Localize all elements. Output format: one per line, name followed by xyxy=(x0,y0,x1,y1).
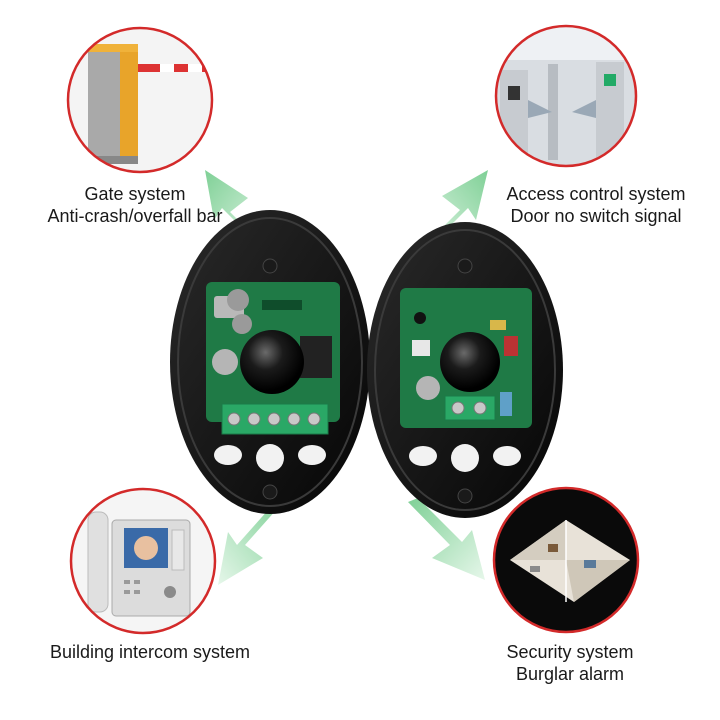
left-photocell-sensor xyxy=(170,210,370,514)
arrow-to-access xyxy=(420,170,488,250)
security-system-image xyxy=(492,486,640,634)
access-control-subtitle: Door no switch signal xyxy=(510,206,682,226)
gate-system-caption: Gate system Anti-crash/overfall bar xyxy=(20,183,250,227)
security-system-title: Security system xyxy=(506,642,634,662)
arrow-to-gate xyxy=(205,170,270,252)
arrow-to-intercom xyxy=(218,500,285,585)
intercom-caption: Building intercom system xyxy=(30,641,270,663)
intercom-title: Building intercom system xyxy=(49,642,251,662)
access-control-title: Access control system xyxy=(506,184,686,204)
gate-system-subtitle: Anti-crash/overfall bar xyxy=(47,206,223,226)
gate-system-image xyxy=(66,26,214,174)
gate-system-title: Gate system xyxy=(84,184,186,204)
access-control-caption: Access control system Door no switch sig… xyxy=(480,183,712,227)
arrow-to-security xyxy=(408,498,485,580)
intercom-image xyxy=(69,487,217,635)
access-control-image xyxy=(494,24,638,168)
security-system-caption: Security system Burglar alarm xyxy=(460,641,680,685)
right-photocell-sensor xyxy=(367,222,563,518)
security-system-subtitle: Burglar alarm xyxy=(515,664,625,684)
